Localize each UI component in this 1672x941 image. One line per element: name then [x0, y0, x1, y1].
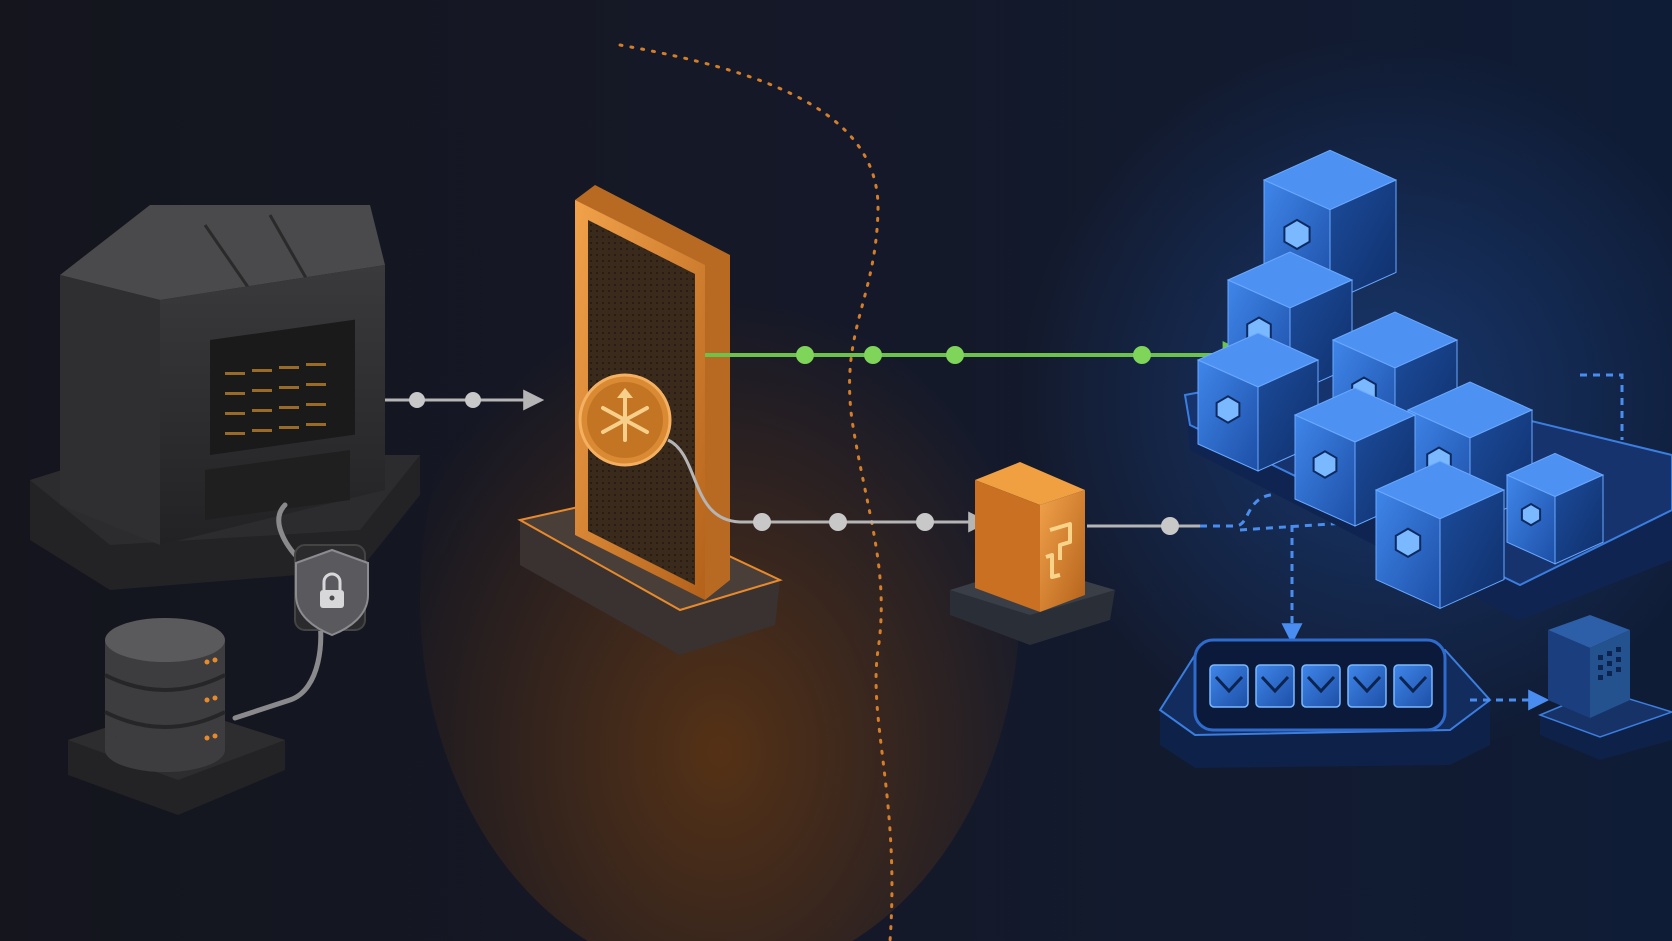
cluster-cube — [1293, 387, 1417, 527]
queue-messages — [1209, 664, 1433, 708]
queue-message-icon — [1393, 664, 1433, 708]
queue-message-icon — [1209, 664, 1249, 708]
hexagon-icon — [1215, 395, 1241, 424]
cluster-cube — [1374, 460, 1506, 610]
lock-shield-icon — [294, 544, 369, 637]
edge-cluster-to-queue — [1281, 373, 1624, 645]
boundary-dotted-line — [618, 43, 894, 941]
queue-envelopes-icon — [1158, 638, 1492, 768]
hexagon-icon — [1312, 450, 1338, 479]
cluster-cube — [1196, 332, 1320, 472]
hexagon-icon — [1283, 218, 1311, 251]
legacy-server-icon — [30, 205, 420, 590]
edge-gateway-to-cluster — [705, 341, 1251, 369]
hexagon-icon — [1520, 502, 1542, 527]
edge-gateway-to-function — [667, 438, 990, 533]
queue-message-icon — [1301, 664, 1341, 708]
function-box-icon — [950, 462, 1115, 645]
queue-message-icon — [1347, 664, 1387, 708]
edge-server-to-gateway — [385, 389, 545, 411]
router-gateway-icon — [517, 185, 783, 655]
hexagon-icon — [1394, 527, 1422, 559]
cluster-cubes — [1196, 149, 1605, 610]
queue-message-icon — [1255, 664, 1295, 708]
small-cube-icon — [1537, 615, 1672, 760]
database-cylinder-icon — [68, 618, 285, 815]
cluster-cube — [1505, 452, 1605, 565]
